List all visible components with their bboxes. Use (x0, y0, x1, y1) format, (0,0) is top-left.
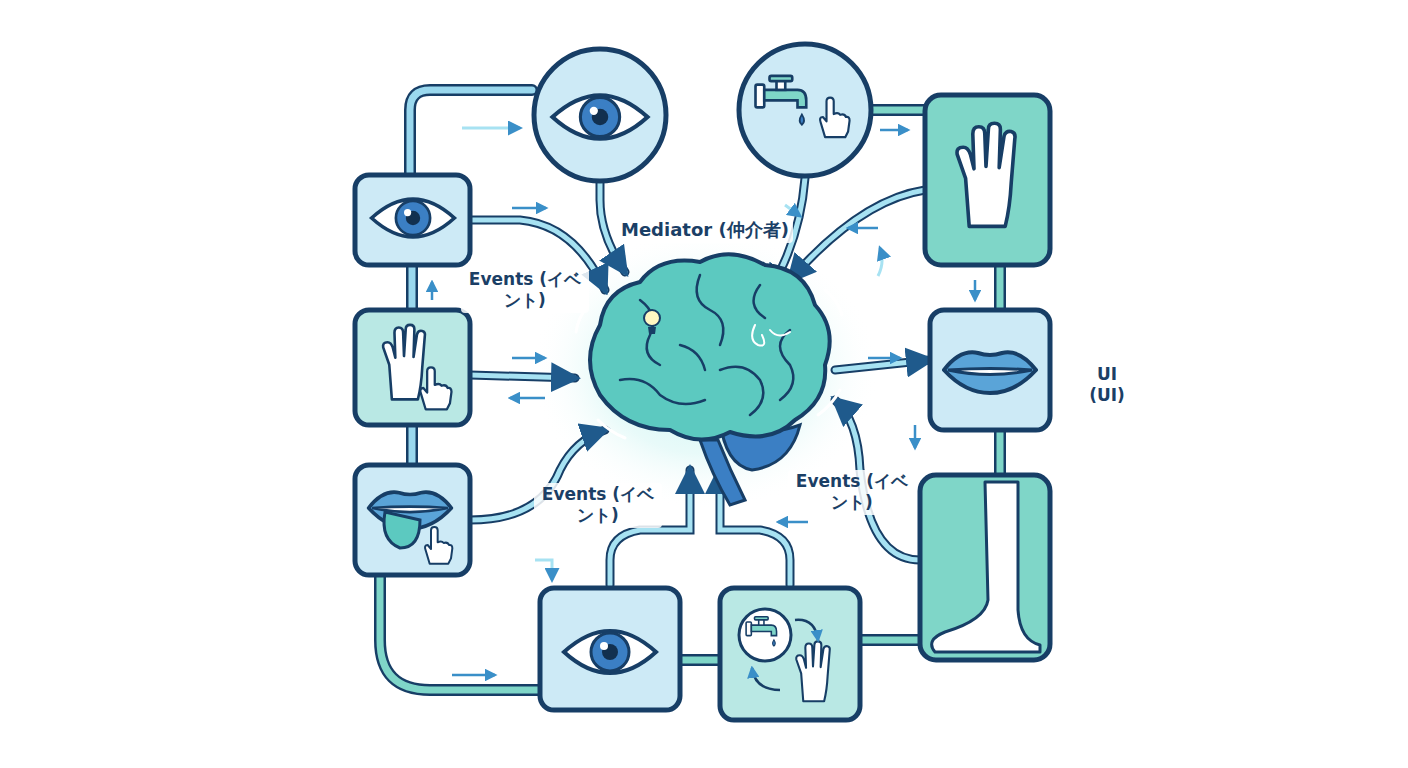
event-label: Events (イベント) (788, 470, 916, 515)
node-heading: Mediator (仲介者) (617, 218, 793, 243)
sense-circle (534, 44, 871, 181)
brain-illustration (576, 254, 842, 505)
body-box (920, 95, 1050, 660)
flow-arrow (432, 128, 975, 675)
frame-tube (380, 90, 1000, 690)
event-label: Events (イベント) (461, 268, 589, 313)
event-label: UI (UI) (1073, 363, 1141, 408)
sense-box (355, 175, 470, 575)
mediator-node: Mediator (仲介者) (600, 205, 810, 475)
event-tube (470, 178, 930, 585)
sense-box (540, 588, 860, 720)
event-label: Events (イベント) (534, 483, 662, 528)
